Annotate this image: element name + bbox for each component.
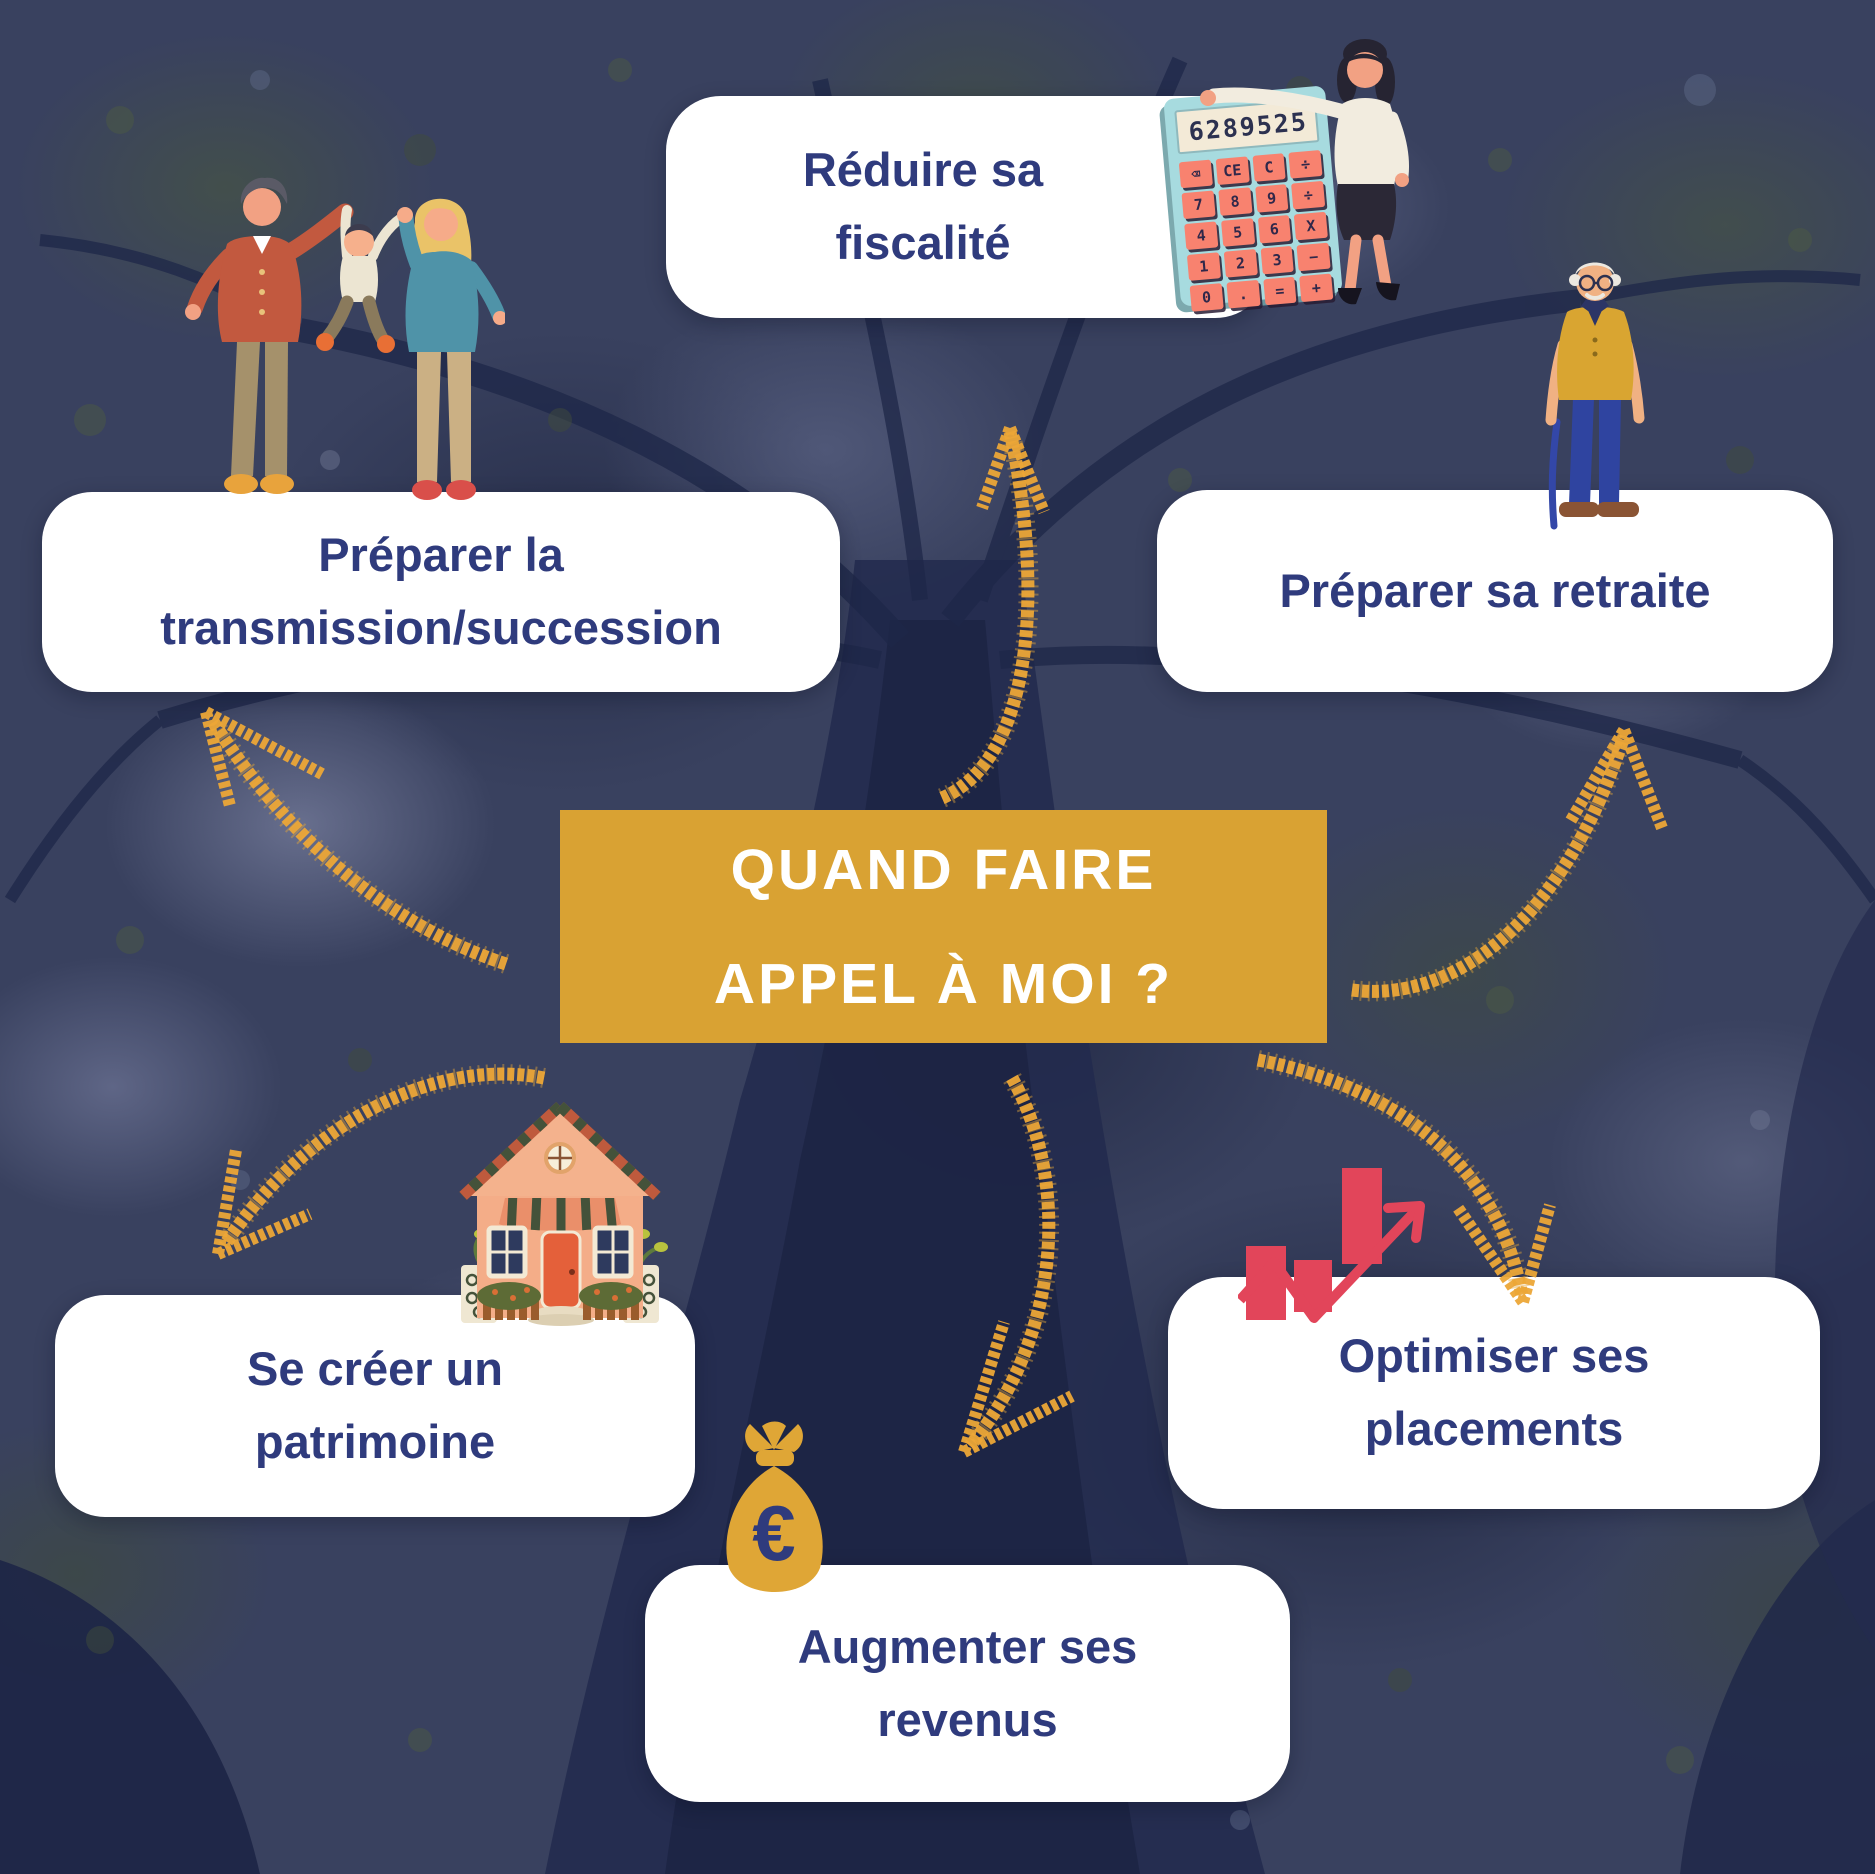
chalk-arrow-to-placements-icon [1256, 1050, 1556, 1306]
card-creer-patrimoine: Se créer un patrimoine [55, 1295, 695, 1517]
card-label: Réduire sa [802, 143, 1044, 197]
center-title-card: QUAND FAIRE APPEL À MOI ? [560, 810, 1327, 1043]
card-label: Préparer la [318, 528, 564, 582]
card-label: transmission/succession [160, 601, 722, 654]
family-illustration [185, 177, 505, 500]
money-bag-icon: € [726, 1421, 823, 1592]
chalk-arrow-to-fiscalite-icon [937, 425, 1050, 808]
card-label: revenus [877, 1692, 1058, 1746]
page-title-line: APPEL À MOI ? [713, 951, 1174, 1016]
chalk-arrow-to-retraite-icon [1350, 726, 1668, 1002]
euro-symbol: € [752, 1489, 795, 1577]
card-label: Augmenter ses [797, 1619, 1138, 1673]
chalk-arrow-to-revenus-icon [958, 1073, 1075, 1458]
house-illustration [459, 1101, 668, 1326]
card-label: Optimiser ses [1338, 1329, 1650, 1383]
card-label: Préparer sa retraite [1279, 563, 1711, 617]
card-label: Se créer un [246, 1342, 504, 1396]
page-title-line: QUAND FAIRE [730, 837, 1157, 902]
card-augmenter-revenus: Augmenter ses revenus [645, 1565, 1290, 1802]
card-preparer-transmission: Préparer la transmission/succession [42, 492, 840, 692]
woman-with-calculator-illustration [1200, 39, 1409, 305]
elderly-man-with-cane-illustration [1545, 262, 1645, 530]
card-label: fiscalité [835, 216, 1011, 269]
chalk-arrow-to-patrimoine-icon [212, 1064, 546, 1260]
chalk-arrow-to-transmission-icon [200, 706, 510, 974]
card-preparer-retraite: Préparer sa retraite [1157, 490, 1833, 692]
growth-chart-icon [1238, 1168, 1425, 1323]
card-label: placements [1364, 1402, 1624, 1455]
card-label: patrimoine [254, 1415, 496, 1468]
